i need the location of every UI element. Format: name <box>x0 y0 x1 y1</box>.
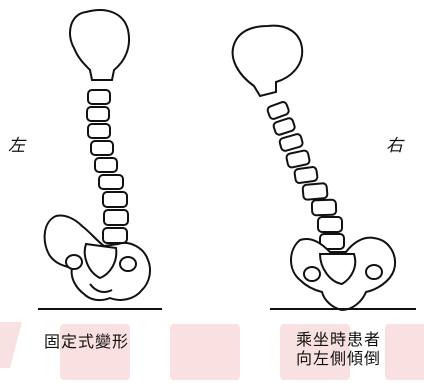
right-caption-line: 乘坐時患者 <box>296 330 381 349</box>
right-vertebra <box>302 183 327 200</box>
right-vertebra <box>312 200 337 216</box>
left-side-label: 左 <box>8 131 25 156</box>
right-vertebra <box>318 217 342 232</box>
right-caption: 乘坐時患者 向左側傾倒 <box>296 330 381 368</box>
right-vertebra <box>286 150 310 168</box>
right-hip-socket <box>304 267 320 281</box>
left-caption: 固定式變形 <box>44 332 129 351</box>
right-skull <box>233 26 303 96</box>
right-caption-line: 向左側傾倒 <box>296 349 381 368</box>
right-hip-socket <box>366 265 382 279</box>
right-side-label: 右 <box>386 131 403 156</box>
right-vertebra <box>267 101 290 120</box>
right-vertebra <box>279 133 304 152</box>
right-vertebra <box>294 167 318 184</box>
right-vertebra <box>273 117 296 136</box>
